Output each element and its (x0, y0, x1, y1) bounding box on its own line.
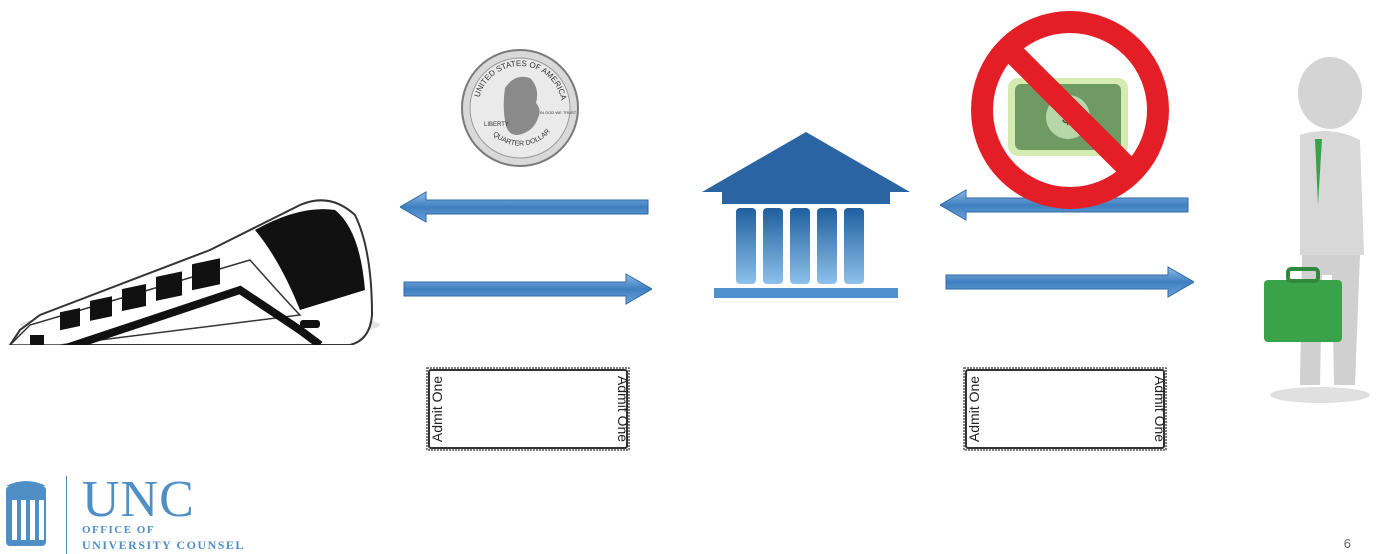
ticket-right: Admit One Admit One (960, 364, 1170, 454)
ticket-stub-label: Admit One (615, 375, 631, 443)
logo-name: UNC (82, 471, 195, 528)
ticket-left: Admit One Admit One (423, 364, 633, 454)
logo-line1: OFFICE OF (82, 524, 156, 536)
arrow-left-top (400, 191, 649, 223)
arrow-right-top (403, 273, 652, 305)
person-icon (1264, 57, 1370, 403)
ticket-stub-label: Admit One (1152, 375, 1168, 443)
arrow-right-bottom (945, 266, 1194, 298)
ticket-stub-label: Admit One (429, 375, 445, 443)
coin-icon: UNITED STATES OF AMERICA LIBERTY IN GOD … (461, 49, 579, 167)
coin-left-text: LIBERTY (484, 122, 509, 128)
unc-seal-icon (6, 481, 46, 546)
coin-right-text: IN GOD WE TRUST (540, 110, 577, 115)
page-number: 6 (1343, 536, 1351, 551)
bank-icon (702, 132, 910, 298)
ticket-stub-label: Admit One (966, 375, 982, 443)
train-icon (8, 199, 380, 345)
logo-divider (66, 476, 67, 554)
no-money-icon: $ (971, 11, 1169, 209)
logo-line2: UNIVERSITY COUNSEL (82, 538, 245, 552)
